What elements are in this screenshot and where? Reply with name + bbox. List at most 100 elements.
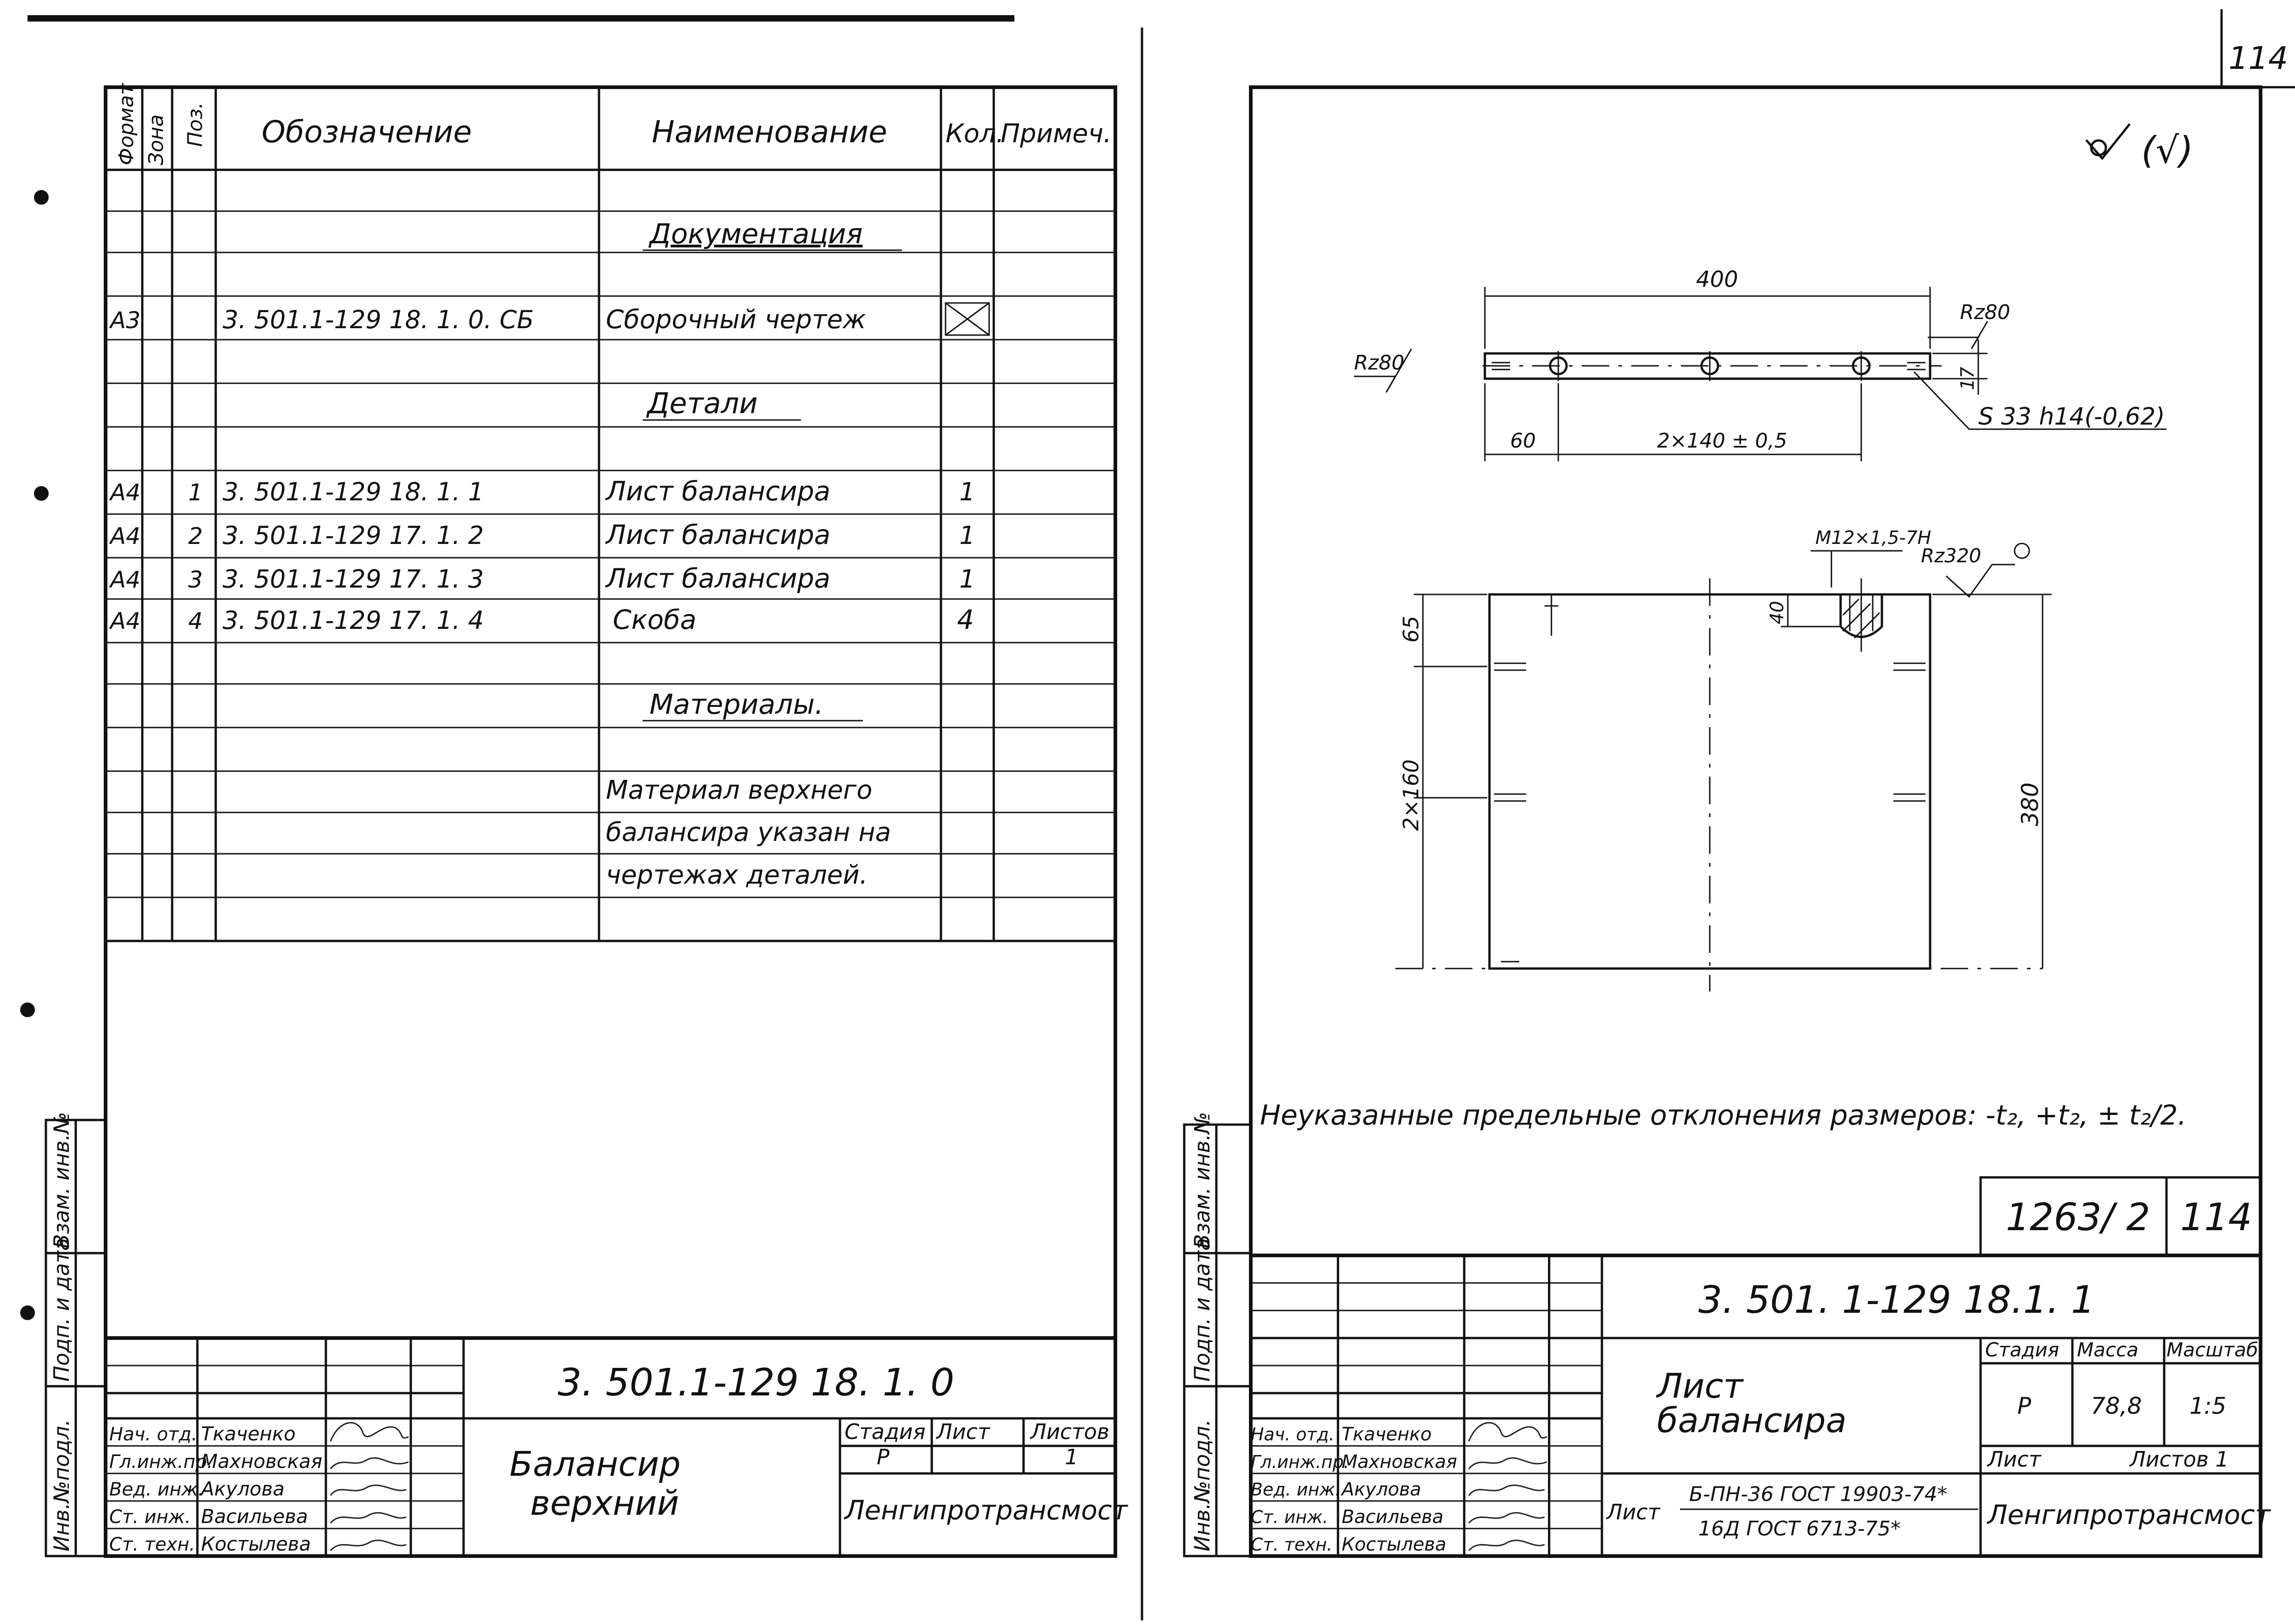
role-label: Нач. отд. [109,1424,197,1445]
material-line-2: балансира указан на [606,818,891,847]
section-documentation: Документация [648,218,862,250]
left-signature-names: Ткаченко Махновская Акулова Васильева Ко… [200,1422,322,1555]
left-title-code: 3. 501.1-129 18. 1. 0 [558,1361,954,1405]
dim-length: 400 [1696,267,1738,292]
person-name: Васильева [1342,1506,1444,1528]
thread-callout: М12×1,5-7Н [1815,527,1931,549]
left-sheet: Инв.№подл. Подп. и дата Взам. инв.№ [45,83,1129,1558]
detail-name: Лист балансира [605,519,830,550]
right-scale-value: 1:5 [2189,1393,2226,1419]
header-name: Наименование [652,114,887,150]
detail-designation: 3. 501.1-129 17. 1. 3 [223,565,484,594]
detail-format: А4 [109,566,140,593]
role-label: Ст. инж. [109,1506,191,1528]
detail-format: А4 [109,608,140,634]
roughness-left: Rz80 [1354,351,1405,375]
header-qty: Кол. [946,119,1004,149]
front-roughness: Rz320 [1921,544,1981,567]
right-title-block-grid [1251,1254,2261,1556]
right-material-label: Лист [1606,1500,1661,1524]
dim-depth: 40 [1767,601,1788,624]
doc-row-format: А3 [109,307,140,334]
doc-row-name: Сборочный чертеж [606,305,866,335]
material-line-3: чертежах деталей. [606,860,868,890]
person-name: Махновская [201,1450,322,1473]
right-material-top: Б-ПН-36 ГОСТ 19903-74* [1689,1483,1948,1506]
right-frame [1249,85,2262,1558]
top-view: 400 17 Rz80 Rz80 60 2×140 ± 0,5 S 33 h14… [1354,267,2166,461]
page-number: 114 [2228,40,2288,77]
right-side-label-sign: Подп. и дата [1190,1238,1215,1382]
side-hole-marks [1494,594,1926,963]
detail-qty: 1 [959,521,975,550]
header-pos: Поз. [184,102,207,147]
left-signatures [330,1422,409,1551]
detail-name: Скоба [613,604,696,635]
general-roughness-symbol: (√) [2085,123,2193,172]
person-name: Костылева [1342,1534,1446,1555]
right-stage-value: Р [2017,1393,2032,1419]
left-title-block-grid [106,1336,1115,1556]
detail-qty: 1 [959,477,975,506]
person-name: Васильева [201,1505,308,1528]
role-label: Вед. инж. [109,1479,204,1500]
role-label: Вед. инж. [1251,1479,1341,1500]
role-label: Гл.инж.пр. [1251,1452,1349,1472]
dim-top-offset: 65 [1399,616,1423,643]
detail-row-4: А4 4 3. 501.1-129 17. 1. 4 Скоба 4 [109,604,974,635]
left-stage-label: Стадия [845,1419,925,1444]
punch-holes [20,190,49,1320]
detail-row-2: А4 2 3. 501.1-129 17. 1. 2 Лист балансир… [109,519,975,550]
tolerance-note: Неуказанные предельные отклонения размер… [1260,1099,2187,1131]
threaded-hole [1839,578,1883,652]
right-title-code: 3. 501. 1-129 18.1. 1 [1698,1278,2095,1322]
section-details: Детали [646,386,758,420]
role-label: Ст. техн. [1251,1534,1332,1555]
left-side-label-sign: Подп. и дата [49,1238,74,1382]
right-side-label-inv: Инв.№подл. [1190,1419,1215,1551]
right-sheet: Инв.№подл. Подп. и дата Взам. инв.№ (√) [1183,85,2272,1558]
dim-offset: 60 [1510,429,1536,453]
page-number-box: 114 [2220,9,2295,89]
detail-designation: 3. 501.1-129 18. 1. 1 [223,477,484,506]
detail-name: Лист балансира [605,476,830,507]
right-org: Ленгипротрансмост [1987,1499,2272,1530]
person-name: Акулова [200,1478,285,1500]
right-mass-value: 78,8 [2091,1393,2142,1419]
role-label: Ст. техн. [109,1534,195,1555]
left-sheets-label: Листов [1030,1419,1109,1444]
person-name: Ткаченко [201,1422,296,1445]
left-stage-value: Р [877,1445,890,1469]
right-material-bottom: 16Д ГОСТ 6713-75* [1698,1517,1901,1540]
right-sheets-label: Листов 1 [2129,1447,2229,1472]
person-name: Акулова [1340,1479,1421,1500]
header-note: Примеч. [1001,119,1112,149]
doc-row-qty-cross [945,302,990,336]
front-view: М12×1,5-7Н Rz320 40 [1395,527,2052,991]
material-line-1: Материал верхнего [606,775,872,805]
detail-pos: 2 [188,523,203,549]
left-frame [104,85,1117,1558]
dim-side-spacing: 2×160 [1399,759,1423,831]
detail-qty: 1 [959,565,975,594]
right-stage-label: Стадия [1985,1338,2059,1361]
detail-row-3: А4 3 3. 501.1-129 17. 1. 3 Лист балансир… [109,563,975,594]
dim-full-height: 380 [2017,783,2043,826]
reference-code: 1263/ 2 [2006,1196,2150,1239]
detail-name: Лист балансира [605,563,830,594]
role-label: Гл.инж.пр. [109,1451,213,1473]
detail-format: А4 [109,479,140,506]
dim-height: 17 [1957,367,1978,390]
right-side-label-replace: Взам. инв.№ [1190,1112,1215,1249]
right-mass-label: Масса [2077,1338,2138,1361]
detail-pos: 1 [188,479,203,506]
right-signatures [1468,1422,1547,1551]
header-zone: Зона [145,114,168,165]
detail-row-1: А4 1 3. 501.1-129 18. 1. 1 Лист балансир… [109,476,975,507]
right-title-name-line1: Лист [1656,1366,1744,1406]
reference-box: 1263/ 2 114 [1979,1176,2262,1257]
right-sheet-label: Лист [1987,1447,2042,1472]
detail-pos: 4 [188,608,203,634]
detail-format: А4 [109,523,140,549]
doc-row-designation: 3. 501.1-129 18. 1. 0. СБ [223,305,534,334]
